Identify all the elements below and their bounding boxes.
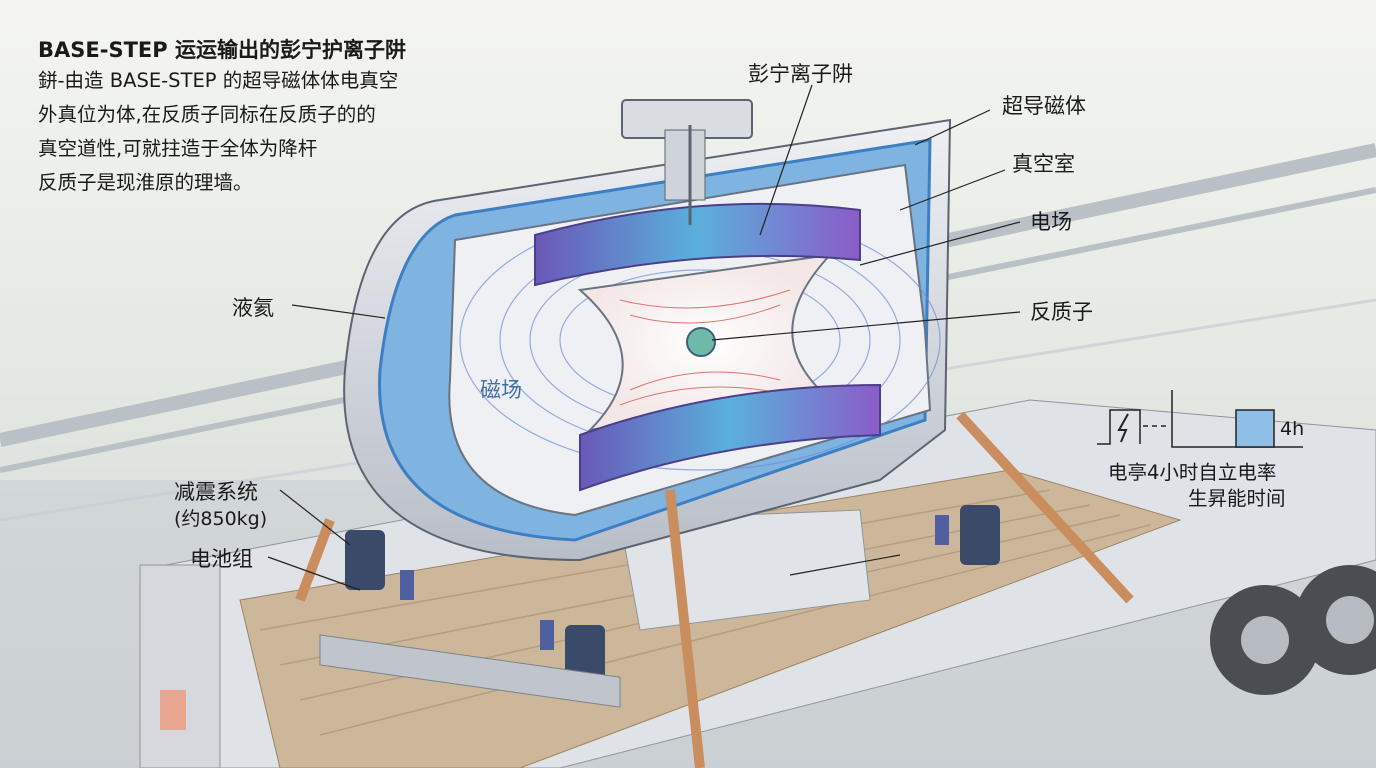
cargo-straps <box>295 411 1134 768</box>
page-title: BASE-STEP 运运输出的彭宁护离子阱 <box>38 38 406 62</box>
label-antiproton: 反质子 <box>1030 300 1093 324</box>
label-vacuum-chamber: 真空室 <box>1012 152 1075 176</box>
label-damping-system: 减震系统 <box>174 480 258 504</box>
antiproton-cluster <box>686 327 716 357</box>
label-magnetic-field: 磁场 <box>480 378 522 402</box>
label-electric-field: 电场 <box>1030 210 1072 234</box>
label-battery-pack: 电池组 <box>190 547 253 571</box>
battery-caption-line-1: 电亭4小时自立电率 <box>1108 461 1277 484</box>
battery-inset-graph <box>1097 390 1303 448</box>
description-line-3: 真空道性,可就拄造于全体为降杆 <box>38 137 318 160</box>
leader-lines <box>267 84 1021 591</box>
label-penning-trap: 彭宁离子阱 <box>748 62 853 86</box>
battery-caption-line-2: 生昇能时间 <box>1188 487 1286 510</box>
label-damping-weight: (约850kg) <box>174 508 268 530</box>
battery-duration: 4h <box>1280 418 1305 440</box>
coil-bottom <box>579 383 881 492</box>
label-liquid-helium: 液氦 <box>232 296 274 320</box>
description-line-4: 反质子是现淮原的理墙。 <box>38 171 253 194</box>
description-line-2: 外真位为体,在反质子同标在反质子的的 <box>38 103 376 126</box>
description-line-1: 鉼-由造 BASE-STEP 的超导磁体体电真空 <box>38 69 399 92</box>
label-superconducting-magnet: 超导磁体 <box>1002 94 1086 118</box>
coil-top <box>534 202 861 287</box>
damping-springs <box>345 505 1000 685</box>
